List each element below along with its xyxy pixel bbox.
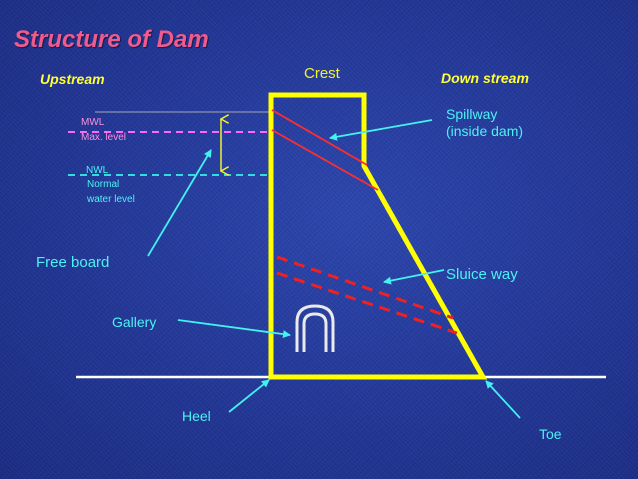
water-level-label: water level — [87, 194, 135, 205]
spillway-label: Spillway — [446, 106, 498, 122]
free-board-label: Free board — [36, 254, 110, 271]
spillway-note-label: (inside dam) — [446, 123, 524, 139]
downstream-label: Down stream — [441, 70, 529, 86]
upstream-label: Upstream — [40, 71, 105, 87]
gallery-icon — [295, 304, 335, 352]
gallery-arrow — [177, 319, 291, 339]
heel-label: Heel — [182, 408, 211, 424]
crest-label: Crest — [304, 65, 340, 82]
sluice-way-arrow — [383, 269, 445, 285]
free-board-pointer — [147, 149, 212, 257]
dam-outline — [268, 92, 488, 380]
spillway-arrow — [329, 119, 433, 141]
nwl-label: NWL — [86, 165, 109, 176]
heel-arrow — [228, 379, 270, 413]
max-level-label: Max. level — [81, 132, 127, 143]
sluice-line-upper — [276, 255, 454, 320]
spillway-line-upper — [271, 109, 368, 166]
spillway-line-lower — [271, 129, 379, 191]
page-title: Structure of Dam — [14, 26, 209, 53]
sluice-line-lower — [276, 271, 458, 335]
sluice-way-label: Sluice way — [446, 266, 518, 283]
gallery-label: Gallery — [112, 314, 157, 330]
toe-label: Toe — [539, 426, 562, 442]
normal-label: Normal — [87, 179, 120, 190]
toe-arrow — [485, 380, 521, 419]
mwl-label: MWL — [81, 117, 105, 128]
